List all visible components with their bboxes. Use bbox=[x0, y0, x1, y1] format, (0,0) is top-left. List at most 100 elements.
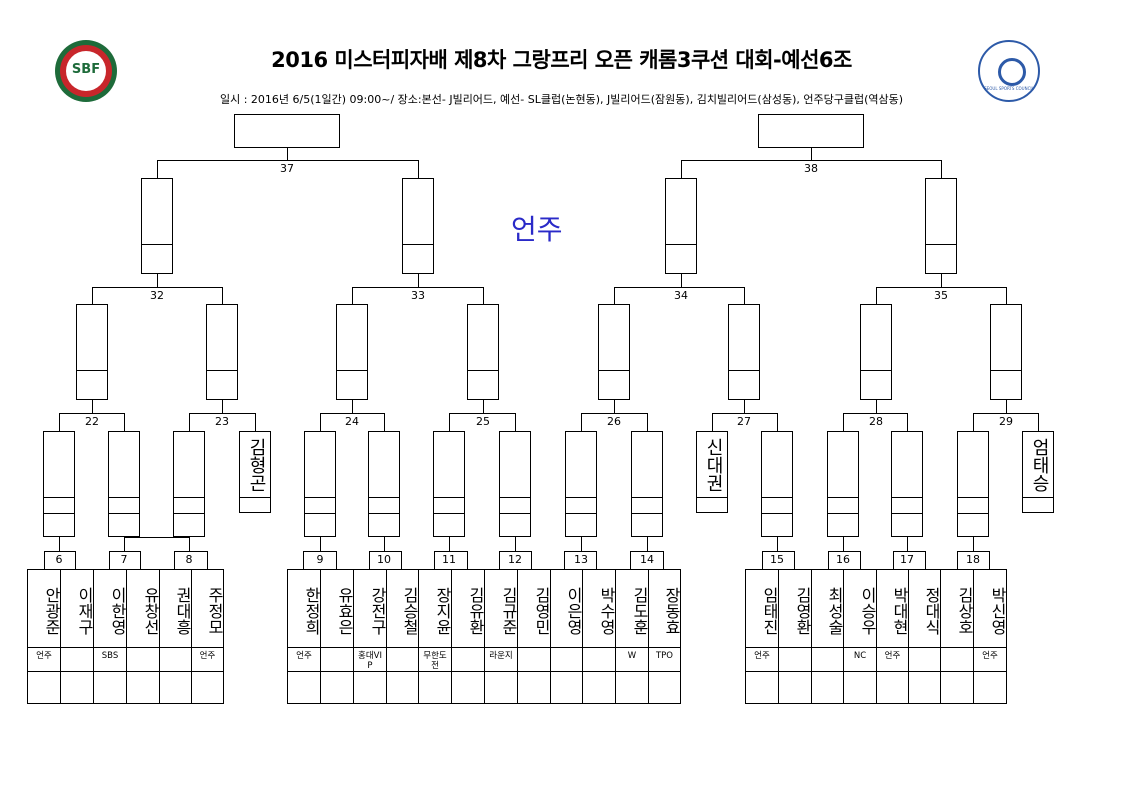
player-club bbox=[387, 648, 418, 651]
player-name: 최성술 bbox=[825, 587, 844, 635]
player-club bbox=[61, 648, 93, 651]
bracket-line bbox=[369, 551, 401, 552]
bye-player-name: 김형곤 bbox=[246, 438, 267, 492]
event-info: 일시 : 2016년 6/5(1일간) 09:00~/ 장소:본선- J빌리어드… bbox=[219, 93, 904, 106]
bracket-line bbox=[531, 551, 532, 569]
player-club-cell: 언주 bbox=[973, 647, 1007, 672]
score-divider bbox=[109, 513, 139, 514]
score-divider bbox=[762, 497, 792, 498]
player-name-cell: 정대식 bbox=[908, 569, 941, 648]
player-club-cell: 언주 bbox=[876, 647, 909, 672]
player-name-cell: 김영환 bbox=[778, 569, 812, 648]
bracket-line bbox=[630, 551, 663, 552]
bracket-line bbox=[893, 551, 894, 569]
player-club-cell bbox=[451, 647, 485, 672]
score-divider bbox=[142, 244, 172, 245]
bracket-line bbox=[957, 551, 958, 569]
bracket-line bbox=[860, 551, 861, 569]
player-result-cell bbox=[418, 671, 452, 704]
bracket-line bbox=[92, 400, 93, 413]
player-result-cell bbox=[550, 671, 583, 704]
player-name: 장지윤 bbox=[433, 587, 452, 635]
score-divider bbox=[566, 497, 596, 498]
match-number: 35 bbox=[934, 289, 948, 302]
bracket-line bbox=[109, 551, 110, 569]
player-club bbox=[551, 648, 582, 651]
player-name: 임태진 bbox=[760, 587, 779, 635]
player-club: TPO bbox=[655, 651, 673, 661]
bracket-line bbox=[907, 537, 908, 551]
bracket-line bbox=[189, 413, 190, 431]
score-box bbox=[402, 178, 434, 274]
bracket-line bbox=[777, 413, 778, 431]
bracket-line bbox=[744, 287, 745, 304]
match-number: 33 bbox=[411, 289, 425, 302]
bracket-line bbox=[564, 551, 596, 552]
player-name-cell: 박신영 bbox=[973, 569, 1007, 648]
bye-box: 신대권 bbox=[696, 431, 728, 513]
player-name-cell: 이은영 bbox=[550, 569, 583, 648]
player-name-cell: 김유환 bbox=[451, 569, 485, 648]
player-club-cell bbox=[908, 647, 941, 672]
match-number: 12 bbox=[508, 553, 522, 566]
score-box bbox=[173, 431, 205, 537]
player-club: 언주 bbox=[36, 651, 52, 661]
player-result-cell bbox=[876, 671, 909, 704]
sbf-logo: SBF bbox=[55, 40, 117, 102]
score-divider bbox=[434, 513, 464, 514]
bracket-line bbox=[581, 537, 582, 551]
bracket-line bbox=[483, 287, 484, 304]
bracket-line bbox=[876, 400, 877, 413]
bracket-line bbox=[157, 274, 158, 287]
score-divider bbox=[174, 497, 204, 498]
score-divider bbox=[500, 497, 530, 498]
player-result-cell bbox=[908, 671, 941, 704]
player-name-cell: 유효은 bbox=[320, 569, 354, 648]
player-club: NC bbox=[853, 651, 867, 661]
bracket-line bbox=[59, 413, 124, 414]
bracket-line bbox=[843, 413, 907, 414]
player-club: 홍대VIP bbox=[358, 651, 382, 671]
player-result-cell bbox=[159, 671, 192, 704]
player-name: 박신영 bbox=[988, 587, 1007, 635]
score-box bbox=[990, 304, 1022, 400]
player-name: 주정모 bbox=[205, 587, 224, 635]
bracket-line bbox=[681, 160, 682, 178]
player-name: 김도훈 bbox=[630, 587, 649, 635]
score-box bbox=[336, 304, 368, 400]
bracket-line bbox=[614, 287, 615, 304]
bracket-line bbox=[303, 551, 336, 552]
match-number: 18 bbox=[966, 553, 980, 566]
player-name: 박대현 bbox=[890, 587, 909, 635]
bracket-line bbox=[515, 413, 516, 431]
player-name-cell: 주정모 bbox=[191, 569, 224, 648]
score-box bbox=[957, 431, 989, 537]
player-club-cell bbox=[550, 647, 583, 672]
player-club bbox=[321, 648, 353, 651]
match-number: 23 bbox=[215, 415, 229, 428]
player-result-cell bbox=[93, 671, 127, 704]
bye-box: 엄태승 bbox=[1022, 431, 1054, 513]
score-box bbox=[565, 431, 597, 537]
player-name-cell: 이재구 bbox=[60, 569, 94, 648]
bracket-line bbox=[303, 551, 304, 569]
player-name-cell: 이승우 bbox=[843, 569, 877, 648]
page-title: 2016 미스터피자배 제8차 그랑프리 오픈 캐롬3쿠션 대회-예선6조 bbox=[271, 48, 852, 72]
player-name-cell: 장동효 bbox=[648, 569, 681, 648]
score-divider bbox=[305, 513, 335, 514]
score-divider bbox=[632, 513, 662, 514]
bracket-line bbox=[384, 413, 385, 431]
player-name: 안광준 bbox=[42, 587, 61, 635]
score-box bbox=[860, 304, 892, 400]
bracket-line bbox=[989, 551, 990, 569]
player-club-cell bbox=[811, 647, 844, 672]
match-number: 24 bbox=[345, 415, 359, 428]
score-box bbox=[206, 304, 238, 400]
player-club-cell bbox=[940, 647, 974, 672]
score-box bbox=[631, 431, 663, 537]
player-name-cell: 김승철 bbox=[386, 569, 419, 648]
score-divider bbox=[207, 370, 237, 371]
bye-player-name: 신대권 bbox=[703, 438, 724, 492]
player-name-cell: 김규준 bbox=[484, 569, 518, 648]
bracket-line bbox=[189, 413, 255, 414]
